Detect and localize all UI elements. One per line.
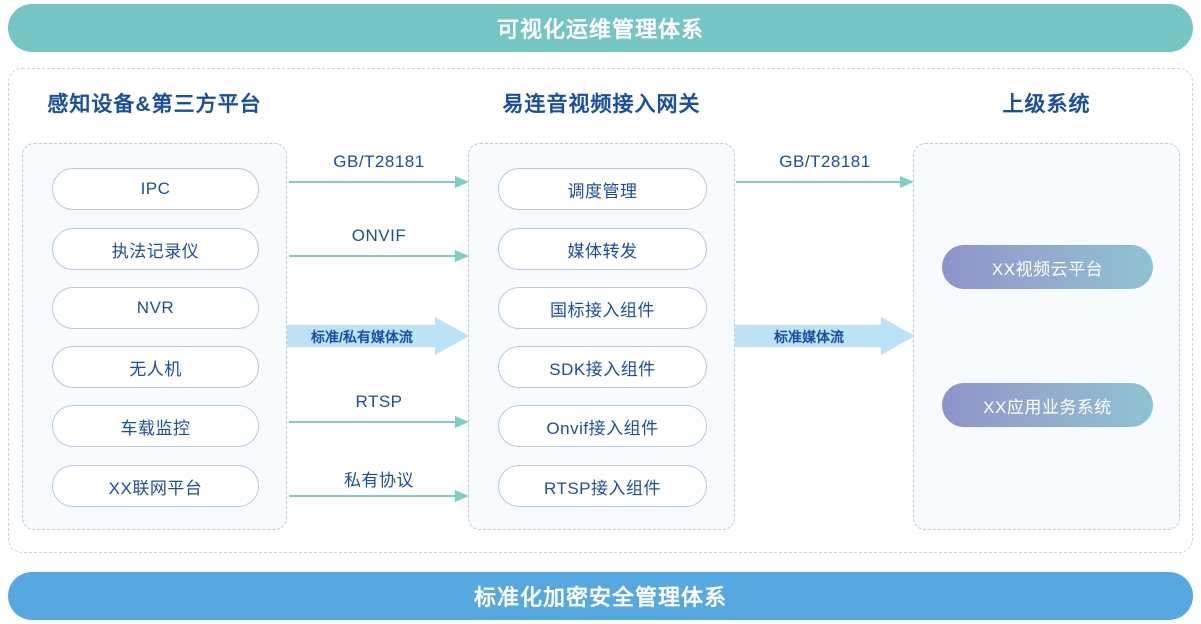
column-sensing-devices: 感知设备&第三方平台 IPC 执法记录仪 NVR 无人机 车载监控 XX联网平台 <box>22 68 287 553</box>
block-arrow-standard-private-media-stream <box>287 317 469 355</box>
connector-arrow-gbt28181-left <box>289 176 469 188</box>
gateway-item-label: 调度管理 <box>567 181 638 201</box>
column-title-gateway: 易连音视频接入网关 <box>502 93 701 116</box>
device-item-nvr[interactable]: NVR <box>52 287 259 329</box>
device-item-label: 无人机 <box>129 359 182 379</box>
connector-arrow-onvif <box>289 250 469 262</box>
gateway-item-label: 国标接入组件 <box>550 300 655 320</box>
device-item-label: NVR <box>136 298 175 317</box>
gateway-item-gb-access-component[interactable]: 国标接入组件 <box>498 287 707 329</box>
column-title-sensing-devices: 感知设备&第三方平台 <box>47 93 262 116</box>
gateway-item-label: SDK接入组件 <box>549 359 656 379</box>
banner-standard-encryption-security-management: 标准化加密安全管理体系 <box>8 572 1193 620</box>
column-gateway: 易连音视频接入网关 调度管理 媒体转发 国标接入组件 SDK接入组件 Onvif… <box>468 68 735 553</box>
connector-arrow-rtsp <box>289 416 469 428</box>
device-item-law-recorder[interactable]: 执法记录仪 <box>52 228 259 270</box>
gateway-item-onvif-access-component[interactable]: Onvif接入组件 <box>498 405 707 447</box>
connector-label-rtsp: RTSP <box>355 392 403 411</box>
device-item-label: IPC <box>140 179 171 198</box>
connector-arrow-gbt28181-right <box>736 176 914 188</box>
gateway-item-sdk-access-component[interactable]: SDK接入组件 <box>498 346 707 388</box>
gateway-item-scheduling-management[interactable]: 调度管理 <box>498 168 707 210</box>
device-item-ipc[interactable]: IPC <box>52 168 259 210</box>
column-upper-system: 上级系统 XX视频云平台 XX应用业务系统 <box>913 68 1180 553</box>
device-item-vehicle-monitor[interactable]: 车载监控 <box>52 405 259 447</box>
banner-top-label: 可视化运维管理体系 <box>496 17 704 42</box>
banner-visual-ops-management: 可视化运维管理体系 <box>8 4 1193 52</box>
upper-system-item-application-business-system[interactable]: XX应用业务系统 <box>942 383 1153 427</box>
gateway-item-label: Onvif接入组件 <box>546 418 659 438</box>
device-item-label: XX联网平台 <box>108 478 203 498</box>
connector-label-onvif: ONVIF <box>351 226 407 245</box>
connector-label-gbt28181-left: GB/T28181 <box>333 152 425 171</box>
banner-bottom-label: 标准化加密安全管理体系 <box>473 585 727 610</box>
connector-label-private-protocol: 私有协议 <box>344 471 414 490</box>
inner-box-upper-system <box>913 143 1180 530</box>
upper-system-item-video-cloud-platform[interactable]: XX视频云平台 <box>942 245 1153 289</box>
gateway-item-label: 媒体转发 <box>567 241 638 261</box>
device-item-drone[interactable]: 无人机 <box>52 346 259 388</box>
block-arrow-standard-media-stream <box>735 317 915 355</box>
device-item-xx-network-platform[interactable]: XX联网平台 <box>52 465 259 507</box>
connector-label-gbt28181-right: GB/T28181 <box>779 152 871 171</box>
device-item-label: 车载监控 <box>120 418 191 438</box>
gateway-item-rtsp-access-component[interactable]: RTSP接入组件 <box>498 465 707 507</box>
connector-arrow-private-protocol <box>289 490 469 502</box>
device-item-label: 执法记录仪 <box>111 241 200 261</box>
gateway-item-label: RTSP接入组件 <box>543 478 662 498</box>
gateway-item-media-forwarding[interactable]: 媒体转发 <box>498 228 707 270</box>
upper-system-item-label: XX视频云平台 <box>991 259 1104 279</box>
upper-system-item-label: XX应用业务系统 <box>983 397 1112 417</box>
column-title-upper-system: 上级系统 <box>1002 93 1091 116</box>
